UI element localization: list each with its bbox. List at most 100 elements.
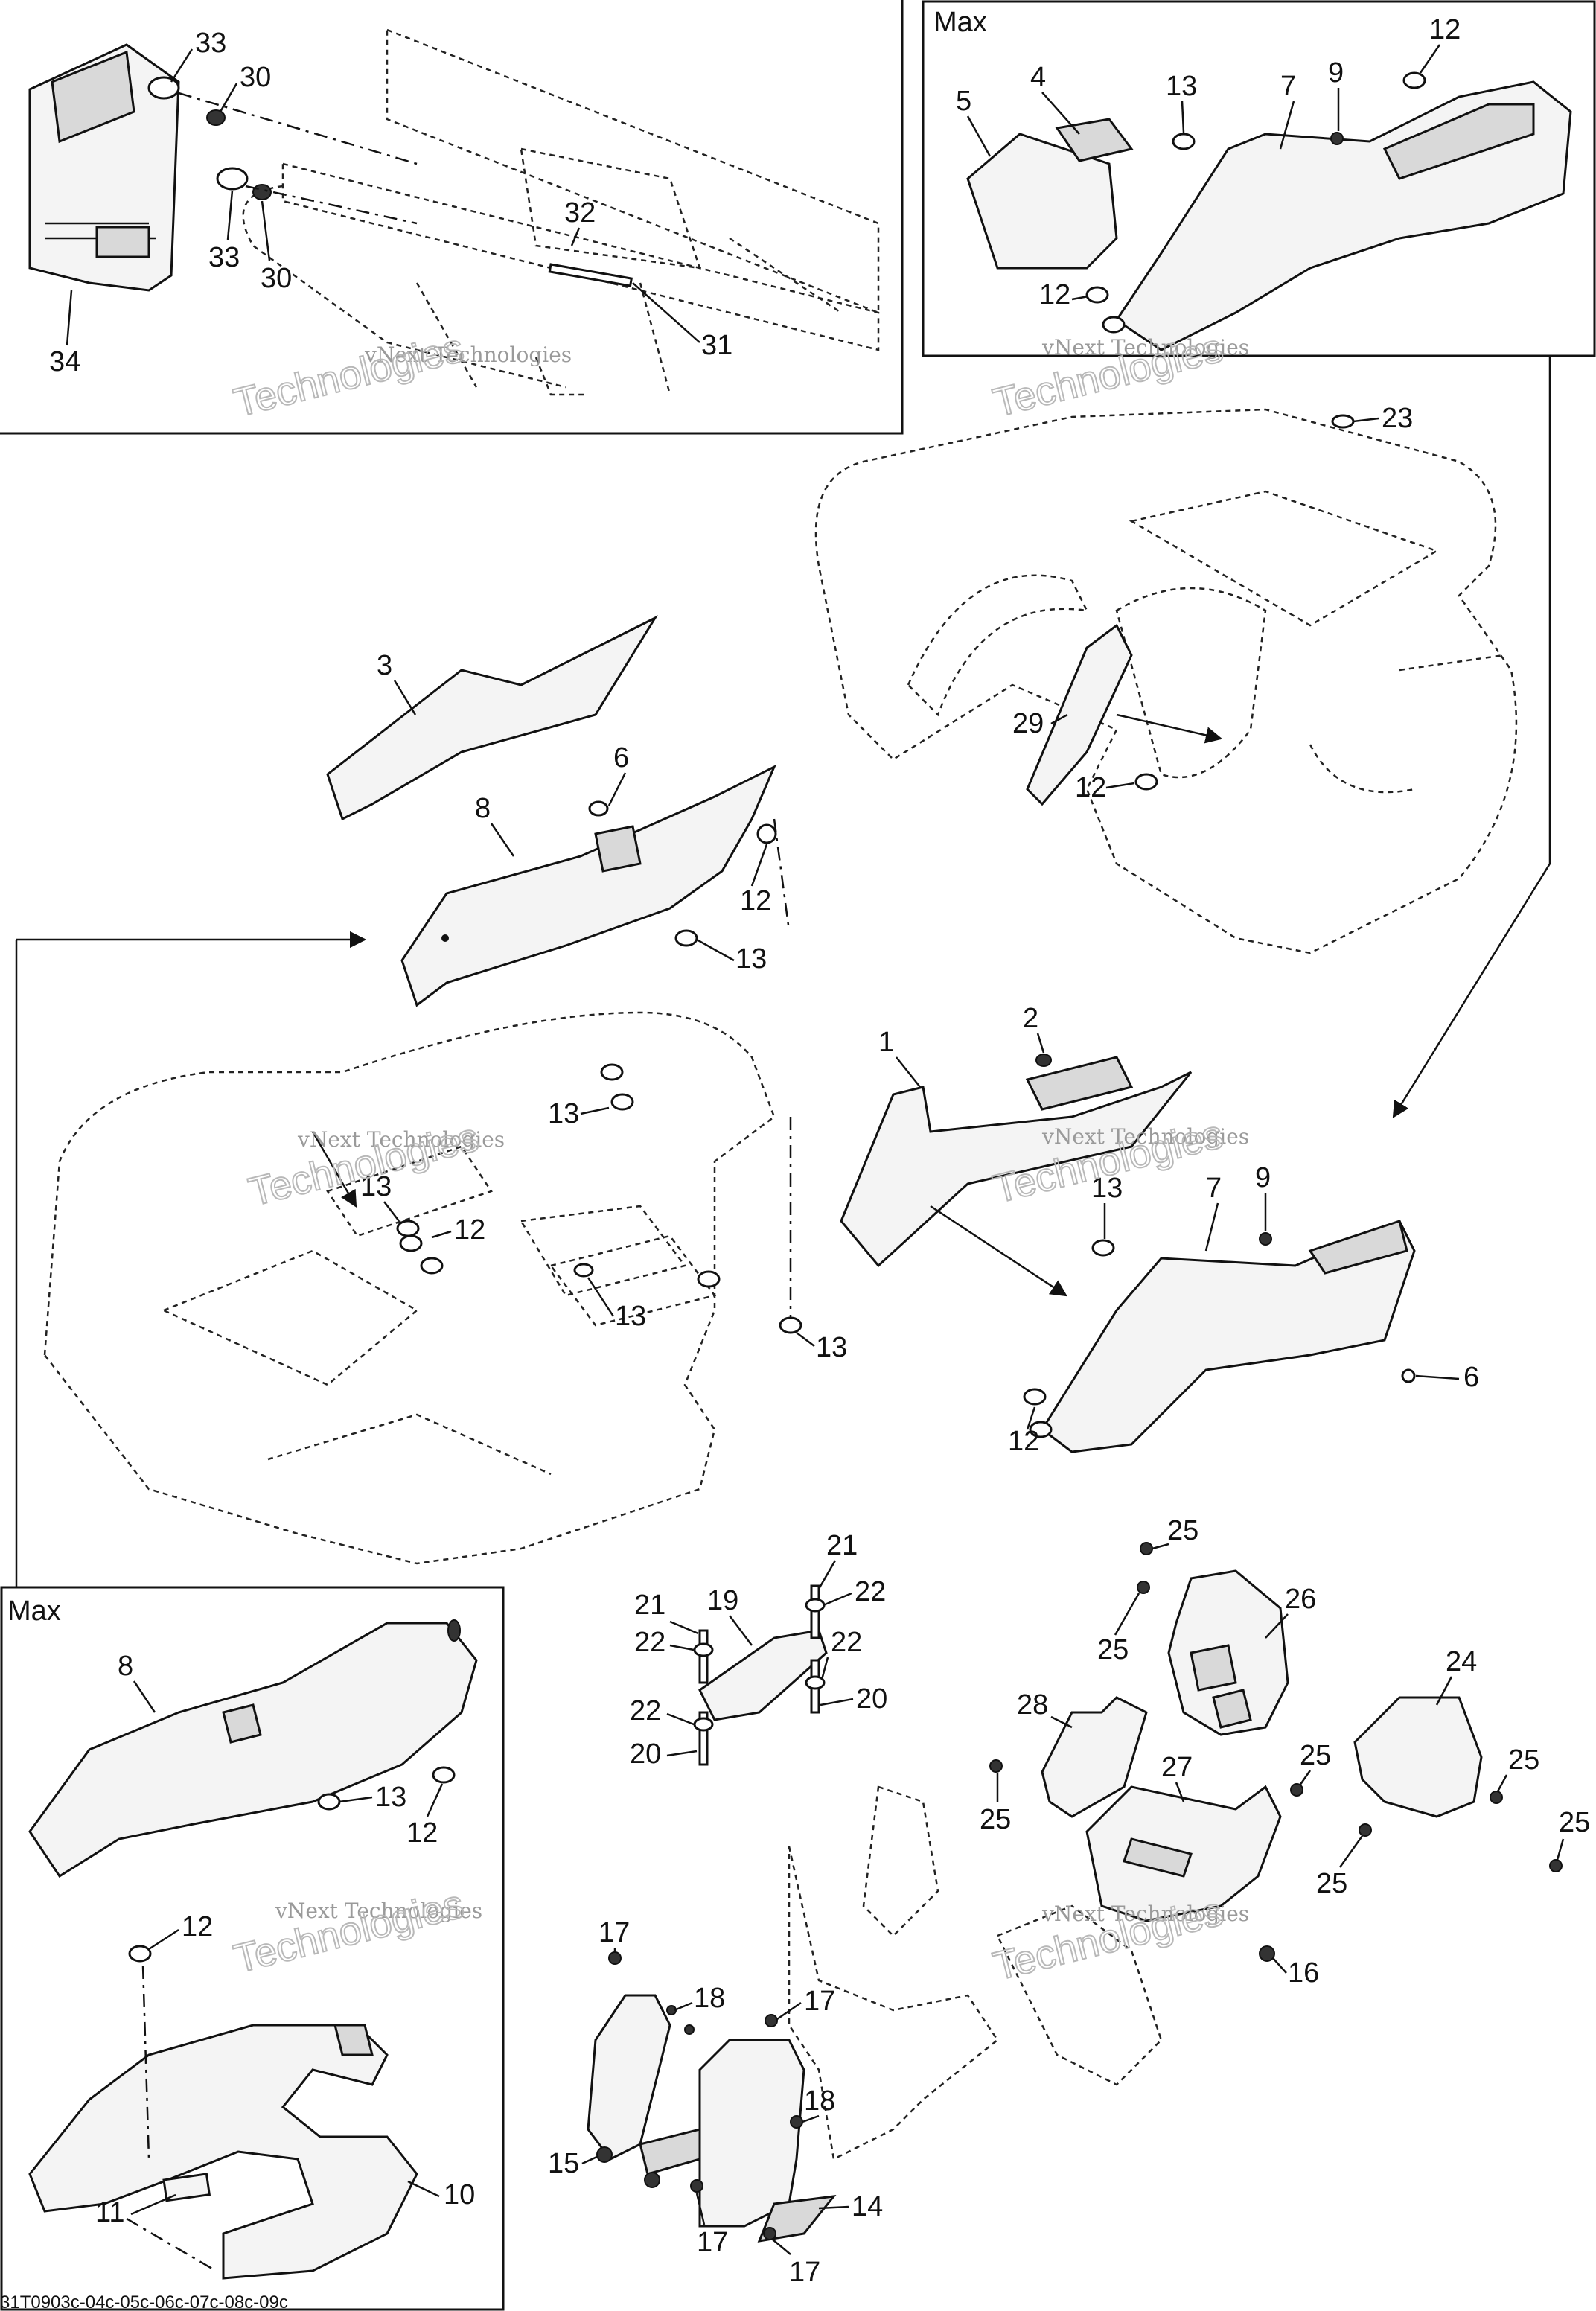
callout-14: 14 — [852, 2191, 883, 2222]
callout-19: 19 — [707, 1585, 738, 1616]
side-panel-7 — [1023, 1220, 1416, 1453]
hardware-30-33 — [147, 76, 633, 287]
frame-bottom-left-max: Max — [0, 1586, 505, 2311]
callout-25-f: 25 — [1316, 1868, 1347, 1899]
callout-17-d: 17 — [789, 2257, 820, 2288]
svg-text:vNext Technologies: vNext Technologies — [1041, 1902, 1249, 1926]
callout-22-c: 22 — [831, 1627, 862, 1658]
callout-6-right: 6 — [1463, 1362, 1479, 1393]
guard-24 — [1353, 1696, 1483, 1818]
callout-20-b: 20 — [630, 1738, 661, 1770]
reference-code: 31T0903c-04c-05c-06c-07c-08c-09c — [0, 2292, 288, 2311]
bumper-14-15 — [587, 1994, 837, 2243]
callout-23: 23 — [1382, 403, 1413, 434]
callout-2: 2 — [1023, 1003, 1038, 1034]
max-callout-13: 13 — [1166, 71, 1197, 102]
callout-13-fender-2: 13 — [360, 1171, 392, 1202]
callout-16: 16 — [1288, 1957, 1319, 1989]
svg-text:vNext Technologies: vNext Technologies — [275, 1899, 482, 1923]
max-callout-12a: 12 — [1429, 14, 1461, 45]
callout-25-c: 25 — [980, 1804, 1011, 1835]
max-rack-10 — [28, 2024, 418, 2280]
callout-22-a: 22 — [855, 1576, 886, 1607]
max-box-title-bottom: Max — [7, 1596, 61, 1627]
side-panel-8 — [400, 764, 777, 1007]
callout-17-c: 17 — [697, 2227, 728, 2258]
callout-12-fender: 12 — [454, 1214, 485, 1246]
skid-plate-27 — [1085, 1785, 1282, 1922]
max-callout-12b: 12 — [1039, 279, 1070, 310]
callout-15: 15 — [548, 2148, 579, 2179]
frame-ghost-front — [788, 1785, 1163, 2161]
callout-29: 29 — [1012, 708, 1044, 739]
callout-18-b: 18 — [804, 2085, 835, 2117]
front-fender-hardware — [396, 1063, 802, 1334]
bracket-28 — [1041, 1696, 1148, 1818]
callout-31: 31 — [701, 330, 732, 361]
max-callout-7: 7 — [1280, 71, 1296, 102]
callout-26: 26 — [1285, 1584, 1316, 1615]
max-side-panel-8 — [28, 1619, 478, 1878]
callout-12-left: 12 — [740, 885, 771, 917]
callout-34: 34 — [49, 346, 80, 377]
callout-12-right-2: 12 — [1008, 1426, 1039, 1457]
watermark-5: vNext Technologies Technologies — [229, 1881, 482, 1982]
callout-13-fender-1: 13 — [548, 1098, 579, 1129]
bottom-right-hardware — [596, 1542, 1563, 2240]
max-callout-8: 8 — [118, 1651, 133, 1682]
decal-3 — [326, 615, 659, 821]
callout-22-b: 22 — [634, 1627, 665, 1658]
fender-guard-29 — [1026, 623, 1133, 806]
callout-17-a: 17 — [598, 1917, 630, 1948]
guard-26 — [1167, 1569, 1289, 1736]
bracket-19 — [693, 1584, 828, 1766]
max-callout-12-bottom-b: 12 — [182, 1911, 213, 1942]
callout-25-d: 25 — [1300, 1740, 1331, 1771]
frame-top-left — [0, 0, 904, 435]
callout-28: 28 — [1017, 1689, 1048, 1721]
svg-text:Technologies: Technologies — [229, 1881, 467, 1981]
callout-32: 32 — [564, 197, 596, 229]
callout-25-b: 25 — [1097, 1634, 1129, 1665]
callout-22-d: 22 — [630, 1695, 661, 1727]
decal-1 — [840, 1054, 1193, 1268]
watermark-2: vNext Technologies Technologies — [988, 325, 1249, 426]
max-callout-5: 5 — [956, 86, 971, 117]
max-callout-13-bottom: 13 — [375, 1782, 406, 1813]
max-box-title-top: Max — [933, 7, 987, 38]
callout-21-a: 21 — [826, 1530, 858, 1561]
callout-18-a: 18 — [694, 1983, 725, 2014]
side-panel-34 — [28, 43, 180, 292]
callout-1: 1 — [878, 1027, 894, 1058]
callout-17-b: 17 — [804, 1986, 835, 2017]
callout-13-fender-3: 13 — [615, 1301, 646, 1332]
callout-13-fender-4: 13 — [816, 1332, 847, 1363]
max-decal-11 — [162, 2173, 211, 2202]
callout-9-right: 9 — [1255, 1162, 1271, 1193]
callout-25-g: 25 — [1559, 1807, 1590, 1838]
svg-text:vNext Technologies: vNext Technologies — [1041, 1124, 1249, 1149]
callout-20-a: 20 — [856, 1683, 887, 1715]
callout-27: 27 — [1161, 1752, 1193, 1783]
callout-7-right: 7 — [1206, 1173, 1222, 1204]
rear-fender-ghost — [814, 408, 1518, 954]
callout-24: 24 — [1446, 1646, 1477, 1677]
watermark-6: vNext Technologies Technologies — [988, 1888, 1249, 1989]
rear-rack-ghost — [242, 28, 880, 396]
callout-3: 3 — [377, 650, 392, 681]
callout-25-e: 25 — [1508, 1744, 1539, 1776]
callout-13-right: 13 — [1091, 1173, 1123, 1204]
max-callout-4: 4 — [1030, 62, 1046, 93]
svg-text:vNext Technologies: vNext Technologies — [1041, 335, 1249, 360]
callout-25-a: 25 — [1167, 1515, 1198, 1546]
callout-12-right: 12 — [1075, 772, 1106, 803]
svg-text:vNext Technologies: vNext Technologies — [364, 342, 572, 367]
max-callout-12-bottom: 12 — [406, 1817, 438, 1849]
assembly-lines — [15, 357, 1551, 1587]
svg-text:vNext Technologies: vNext Technologies — [297, 1127, 505, 1152]
frame-top-right-max: Max — [922, 0, 1596, 357]
max-callout-11: 11 — [95, 2197, 124, 2228]
front-fender-ghost — [43, 1011, 776, 1565]
callout-13-left: 13 — [735, 943, 767, 975]
callout-8: 8 — [475, 793, 491, 824]
